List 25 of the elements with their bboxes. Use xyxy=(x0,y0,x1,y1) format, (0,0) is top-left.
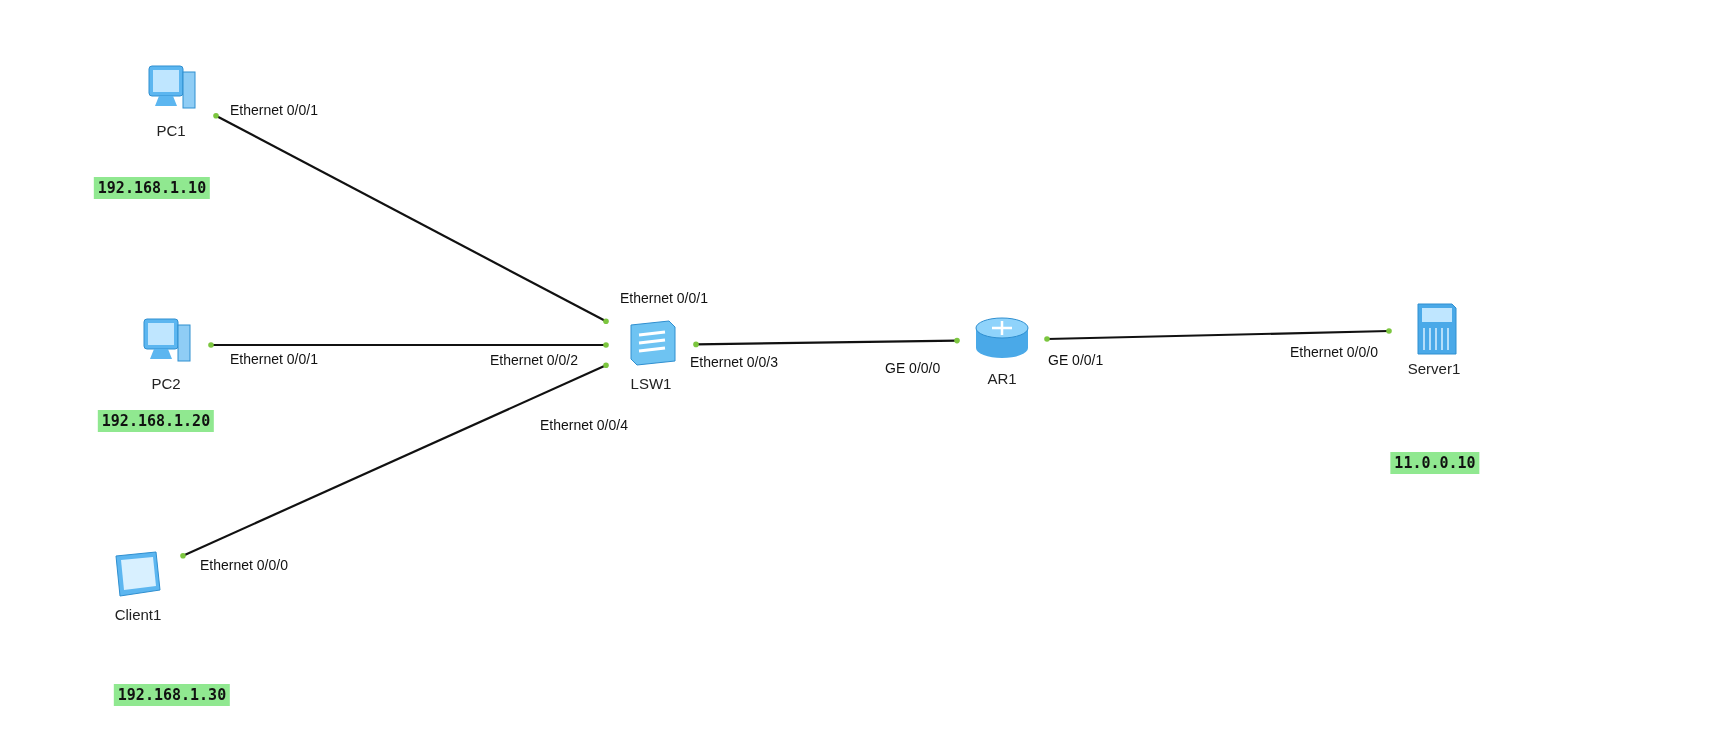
ip-address-tag: 11.0.0.10 xyxy=(1390,452,1480,474)
link-line xyxy=(693,337,960,348)
port-label: Ethernet 0/0/1 xyxy=(620,290,708,306)
port-label: GE 0/0/1 xyxy=(1048,352,1104,368)
ip-address-tag: 192.168.1.20 xyxy=(97,410,215,432)
port-label: Ethernet 0/0/1 xyxy=(230,102,318,118)
device-label: Client1 xyxy=(114,606,162,623)
device-label: Server1 xyxy=(1407,360,1461,377)
port-label: GE 0/0/0 xyxy=(885,360,941,376)
port-label: Ethernet 0/0/0 xyxy=(1290,344,1378,360)
device-label: PC1 xyxy=(156,122,186,139)
link-line xyxy=(213,112,609,325)
link-line xyxy=(180,362,609,559)
port-label: Ethernet 0/0/1 xyxy=(230,351,318,367)
ip-address-tag: 192.168.1.30 xyxy=(113,684,231,706)
link-line xyxy=(208,342,609,348)
port-label: Ethernet 0/0/0 xyxy=(200,557,288,573)
port-label: Ethernet 0/0/2 xyxy=(490,352,578,368)
port-label: Ethernet 0/0/4 xyxy=(540,417,628,433)
link-line xyxy=(1044,328,1392,342)
ip-address-tag: 192.168.1.10 xyxy=(93,177,211,199)
device-label: LSW1 xyxy=(630,375,672,392)
device-label: AR1 xyxy=(987,370,1017,387)
port-label: Ethernet 0/0/3 xyxy=(690,354,778,370)
device-label: PC2 xyxy=(151,375,181,392)
